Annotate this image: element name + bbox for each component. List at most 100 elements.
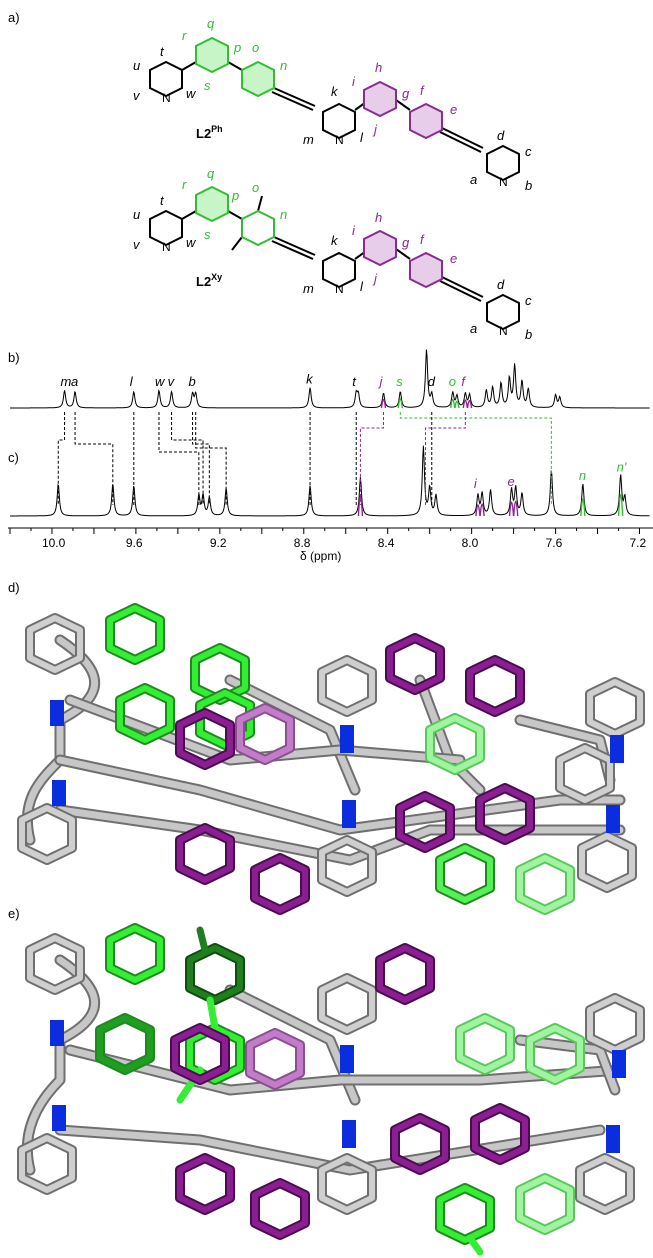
pyridine-ring-grey <box>27 935 83 993</box>
proton-label-f: f <box>420 232 425 247</box>
correlation-line <box>74 412 114 505</box>
phenyl-ring-meta-green <box>195 185 229 223</box>
bond <box>395 248 411 260</box>
phenyl-ring-purple <box>177 1155 233 1213</box>
bond <box>181 210 197 220</box>
colored-peak <box>475 504 481 517</box>
correlation-line <box>192 412 210 505</box>
x-axis-tick-label: 8.0 <box>462 536 479 550</box>
pd-node <box>52 1105 66 1131</box>
nitrogen-label: N <box>499 175 508 189</box>
crystal-structure-d <box>17 603 645 915</box>
proton-label-h: h <box>375 60 382 75</box>
peak-label: o <box>449 374 456 389</box>
pd-node <box>612 1050 626 1078</box>
alkyne-bond <box>273 236 316 256</box>
methyl-stub <box>196 926 209 954</box>
peak-label: m <box>61 374 72 389</box>
proton-label-s: s <box>204 78 211 93</box>
colored-peak <box>580 498 586 517</box>
pd-node <box>50 700 64 726</box>
pyridine-ring-terminal <box>149 209 183 247</box>
alkyne-bond <box>273 87 316 107</box>
pyridine-ring-grey <box>319 657 375 715</box>
phenyl-ring-green-light <box>517 1175 573 1233</box>
x-axis-tick-label: 9.6 <box>126 536 143 550</box>
structure-l2ph: N N N t u v w r q p s o n k m l i h j g … <box>133 16 532 193</box>
phenyl-ring-purple <box>392 1115 448 1173</box>
phenyl-ring-purple <box>477 785 533 843</box>
alkyne-bond <box>441 276 484 298</box>
peak-label: a <box>71 374 78 389</box>
x-axis-label: δ (ppm) <box>300 549 341 563</box>
pyridine-ring-grey <box>19 1135 75 1193</box>
peak-label: s <box>396 374 403 389</box>
proton-label-o: o <box>252 180 259 195</box>
proton-label-u: u <box>133 58 140 73</box>
pyridine-ring-grey <box>319 1155 375 1213</box>
x-axis-tick-label: 8.4 <box>378 536 395 550</box>
methyl-stub <box>466 1234 484 1256</box>
alkyne-bond <box>439 280 482 302</box>
phenyl-ring-green <box>97 1015 153 1073</box>
peak-label: b <box>189 374 196 389</box>
methyl-bond <box>257 195 263 212</box>
pd-node <box>50 1020 64 1046</box>
alkyne-bond <box>441 127 484 149</box>
proton-label-c: c <box>525 293 532 308</box>
peak-label: l <box>130 374 134 389</box>
proton-label-v: v <box>133 88 141 103</box>
peak-label: k <box>306 372 314 387</box>
pd-node <box>342 800 356 828</box>
methyl-stub <box>206 996 219 1032</box>
phenyl-ring-green <box>107 605 163 663</box>
nitrogen-label: N <box>162 91 171 105</box>
phenyl-ring-purple <box>397 793 453 851</box>
phenyl-ring-para-purple <box>409 102 443 140</box>
proton-label-i: i <box>352 74 356 89</box>
phenyl-ring-purple <box>467 657 523 715</box>
proton-label-p: p <box>233 40 241 55</box>
peak-label: e <box>508 474 515 489</box>
spectrum-colored-peaks <box>357 398 624 517</box>
proton-label-w: w <box>186 235 197 250</box>
proton-label-n: n <box>280 207 287 222</box>
crystal-structure-e <box>17 923 645 1256</box>
peak-label: f <box>461 374 466 389</box>
pd-node <box>606 805 620 833</box>
pyridine-ring-grey <box>27 615 83 673</box>
pyridine-ring-terminal <box>149 60 183 98</box>
proton-label-b: b <box>525 178 532 193</box>
proton-label-i: i <box>352 223 356 238</box>
x-axis-tick-label: 10.0 <box>42 536 66 550</box>
proton-label-g: g <box>402 86 410 101</box>
proton-label-r: r <box>182 177 187 192</box>
proton-label-b: b <box>525 327 532 342</box>
proton-label-n: n <box>280 58 287 73</box>
proton-label-q: q <box>207 16 215 31</box>
phenyl-ring-purple <box>172 1025 228 1083</box>
phenyl-ring-green-light <box>437 845 493 903</box>
panel-label-e: e) <box>8 906 20 921</box>
phenyl-ring-purple <box>177 710 233 768</box>
nitrogen-label: N <box>162 240 171 254</box>
phenyl-ring-green <box>117 685 173 743</box>
pd-node <box>52 780 66 806</box>
phenyl-ring-green <box>192 645 248 703</box>
peak-label: t <box>352 374 357 389</box>
x-axis-tick-label: 7.6 <box>546 536 563 550</box>
colored-peak <box>397 398 403 409</box>
colored-peak <box>450 398 456 409</box>
panel-label-d: d) <box>8 580 20 595</box>
grey-link <box>516 1036 619 1094</box>
pyridine-ring-grey <box>319 837 375 895</box>
spectrum-trace-c <box>10 445 650 517</box>
spectrum-trace-b <box>10 349 650 409</box>
proton-label-l: l <box>360 279 364 294</box>
pd-node <box>610 735 624 763</box>
compound-name-l2xy: L2Xy <box>196 272 222 289</box>
peak-label: n' <box>617 460 627 475</box>
proton-label-r: r <box>182 28 187 43</box>
